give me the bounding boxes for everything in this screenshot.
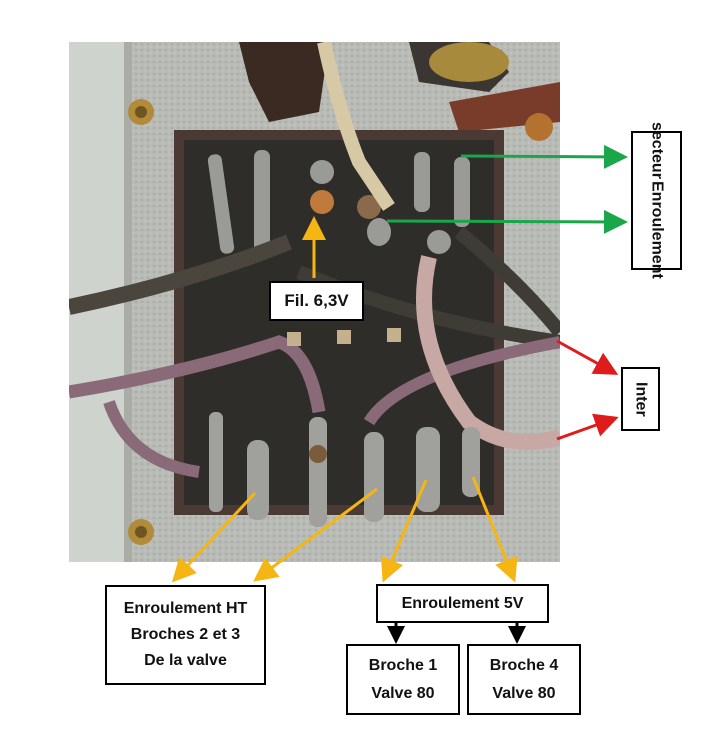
label-5v-text: Enroulement 5V [401, 594, 524, 612]
label-inter: Inter [621, 367, 660, 431]
label-enroulement-5v: Enroulement 5V [376, 584, 549, 623]
label-broche-4: Broche 4 Valve 80 [467, 644, 581, 715]
label-filament-6-3v: Fil. 6,3V [269, 281, 364, 321]
label-ht-line-3: De la valve [144, 652, 227, 669]
mauve-wire [69, 335, 326, 414]
arrow-inter-2 [556, 413, 619, 441]
top-terminals [207, 150, 470, 260]
dark-wire [69, 234, 292, 315]
arrow-inter-1 [556, 339, 619, 375]
photo-illustration [69, 42, 560, 562]
label-inter-text: Inter [632, 381, 650, 417]
label-enroulement-ht: Enroulement HT Broches 2 et 3 De la valv… [105, 585, 266, 685]
label-secteur-line-2: secteur [648, 122, 666, 180]
pink-wire [416, 255, 560, 450]
label-broche4-line-2: Valve 80 [492, 684, 556, 702]
label-enroulement-secteur: Enroulement secteur [631, 122, 682, 279]
transformer-photo [69, 42, 560, 562]
label-broche1-line-2: Valve 80 [371, 684, 435, 702]
label-broche4-line-1: Broche 4 [489, 656, 559, 674]
label-broche1-line-1: Broche 1 [368, 656, 438, 674]
label-filament-text: Fil. 6,3V [284, 291, 349, 310]
tan-wire [317, 42, 395, 211]
label-secteur-line-1: Enroulement [648, 181, 666, 279]
label-broche-1: Broche 1 Valve 80 [346, 644, 460, 715]
label-ht-line-2: Broches 2 et 3 [130, 626, 241, 643]
label-ht-line-1: Enroulement HT [123, 600, 248, 617]
top-cables [239, 42, 329, 122]
